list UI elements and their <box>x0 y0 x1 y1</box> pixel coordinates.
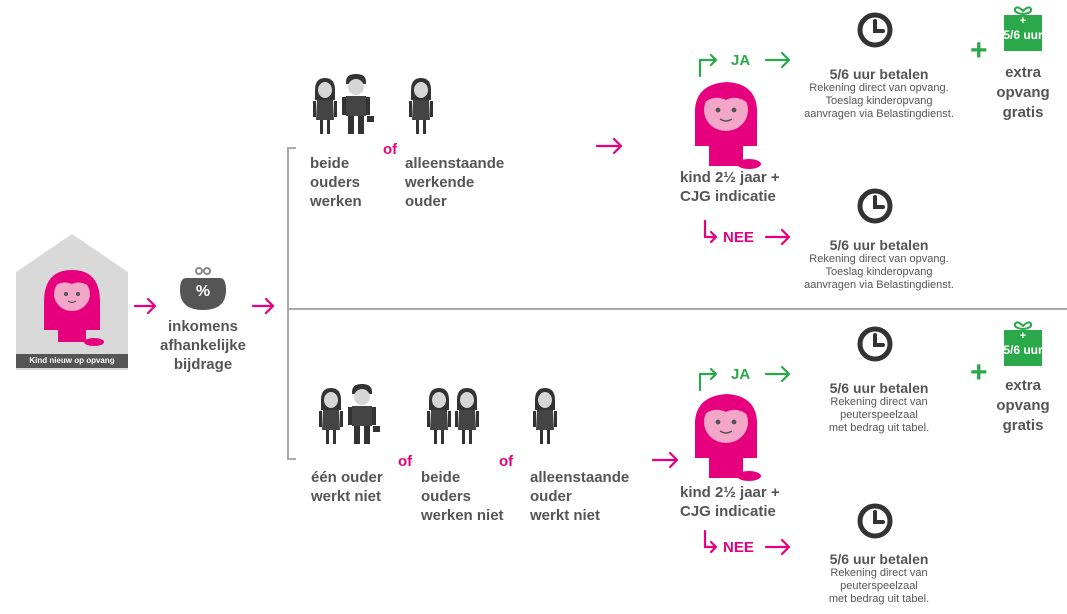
bottom-or2-label: of <box>499 453 514 470</box>
income-label: inkomens afhankelijke bijdrage <box>160 318 246 373</box>
house-icon <box>16 234 128 370</box>
extra-label-top: extra opvang gratis <box>996 64 1050 121</box>
extra-label-bottom: extra opvang gratis <box>996 377 1050 434</box>
payment-title: 5/6 uur betalen <box>829 237 929 253</box>
gift-plus: + <box>1019 15 1027 27</box>
clock-icon-bottom-no <box>857 503 893 539</box>
payment-top-yes: 5/6 uur betalen Rekening direct van opva… <box>790 66 968 121</box>
clock-icon-top-yes <box>857 12 893 48</box>
plus-sign-bottom: + <box>970 356 988 389</box>
yes-label-bottom: JA <box>731 366 751 383</box>
gift-label: 5/6 uur <box>1003 343 1043 357</box>
yes-label-top: JA <box>731 52 751 69</box>
child-icon-top <box>694 81 762 170</box>
payment-bottom-yes: 5/6 uur betalen Rekening direct van peut… <box>790 380 968 435</box>
gift-bottom: + 5/6 uur <box>1003 320 1043 367</box>
gift-top: + 5/6 uur <box>1003 5 1043 52</box>
bottom-or1-label: of <box>398 453 413 470</box>
parent-figure-single-working <box>409 78 433 134</box>
question-label-bottom: kind 2½ jaar + CJG indicatie <box>680 484 780 520</box>
plus-sign-top: + <box>970 34 988 67</box>
start-house: Kind nieuw op opvang <box>16 232 128 370</box>
parent-figures-both-not-working <box>427 388 479 444</box>
top-group2-label: alleenstaande werkende ouder <box>405 155 505 210</box>
bottom-group3-label: alleenstaande ouder werkt niet <box>530 469 630 524</box>
parent-figures-both-working <box>313 74 374 134</box>
top-group1-label: beide ouders werken <box>310 155 362 210</box>
child-icon-bottom <box>694 393 762 482</box>
payment-bottom-no: 5/6 uur betalen Rekening direct van peut… <box>790 551 968 606</box>
payment-title: 5/6 uur betalen <box>829 66 929 82</box>
clock-icon-bottom-yes <box>857 326 893 362</box>
gift-plus: + <box>1019 330 1027 342</box>
no-label-bottom: NEE <box>723 539 754 556</box>
purse-symbol: % <box>195 283 211 300</box>
payment-title: 5/6 uur betalen <box>829 380 929 396</box>
parent-figure-single-not-working <box>533 388 557 444</box>
gift-label: 5/6 uur <box>1003 28 1043 42</box>
bottom-group1-label: één ouder werkt niet <box>311 469 383 505</box>
clock-icon-top-no <box>857 188 893 224</box>
payment-top-no: 5/6 uur betalen Rekening direct van opva… <box>790 237 968 292</box>
question-label-top: kind 2½ jaar + CJG indicatie <box>680 169 780 205</box>
no-label-top: NEE <box>723 229 754 246</box>
payment-title: 5/6 uur betalen <box>829 551 929 567</box>
house-caption: Kind nieuw op opvang <box>16 354 128 368</box>
top-or-label: of <box>383 141 398 158</box>
parent-figures-one-not-working <box>319 384 380 444</box>
bottom-group2-label: beide ouders werken niet <box>421 469 504 524</box>
purse-icon <box>180 267 226 310</box>
